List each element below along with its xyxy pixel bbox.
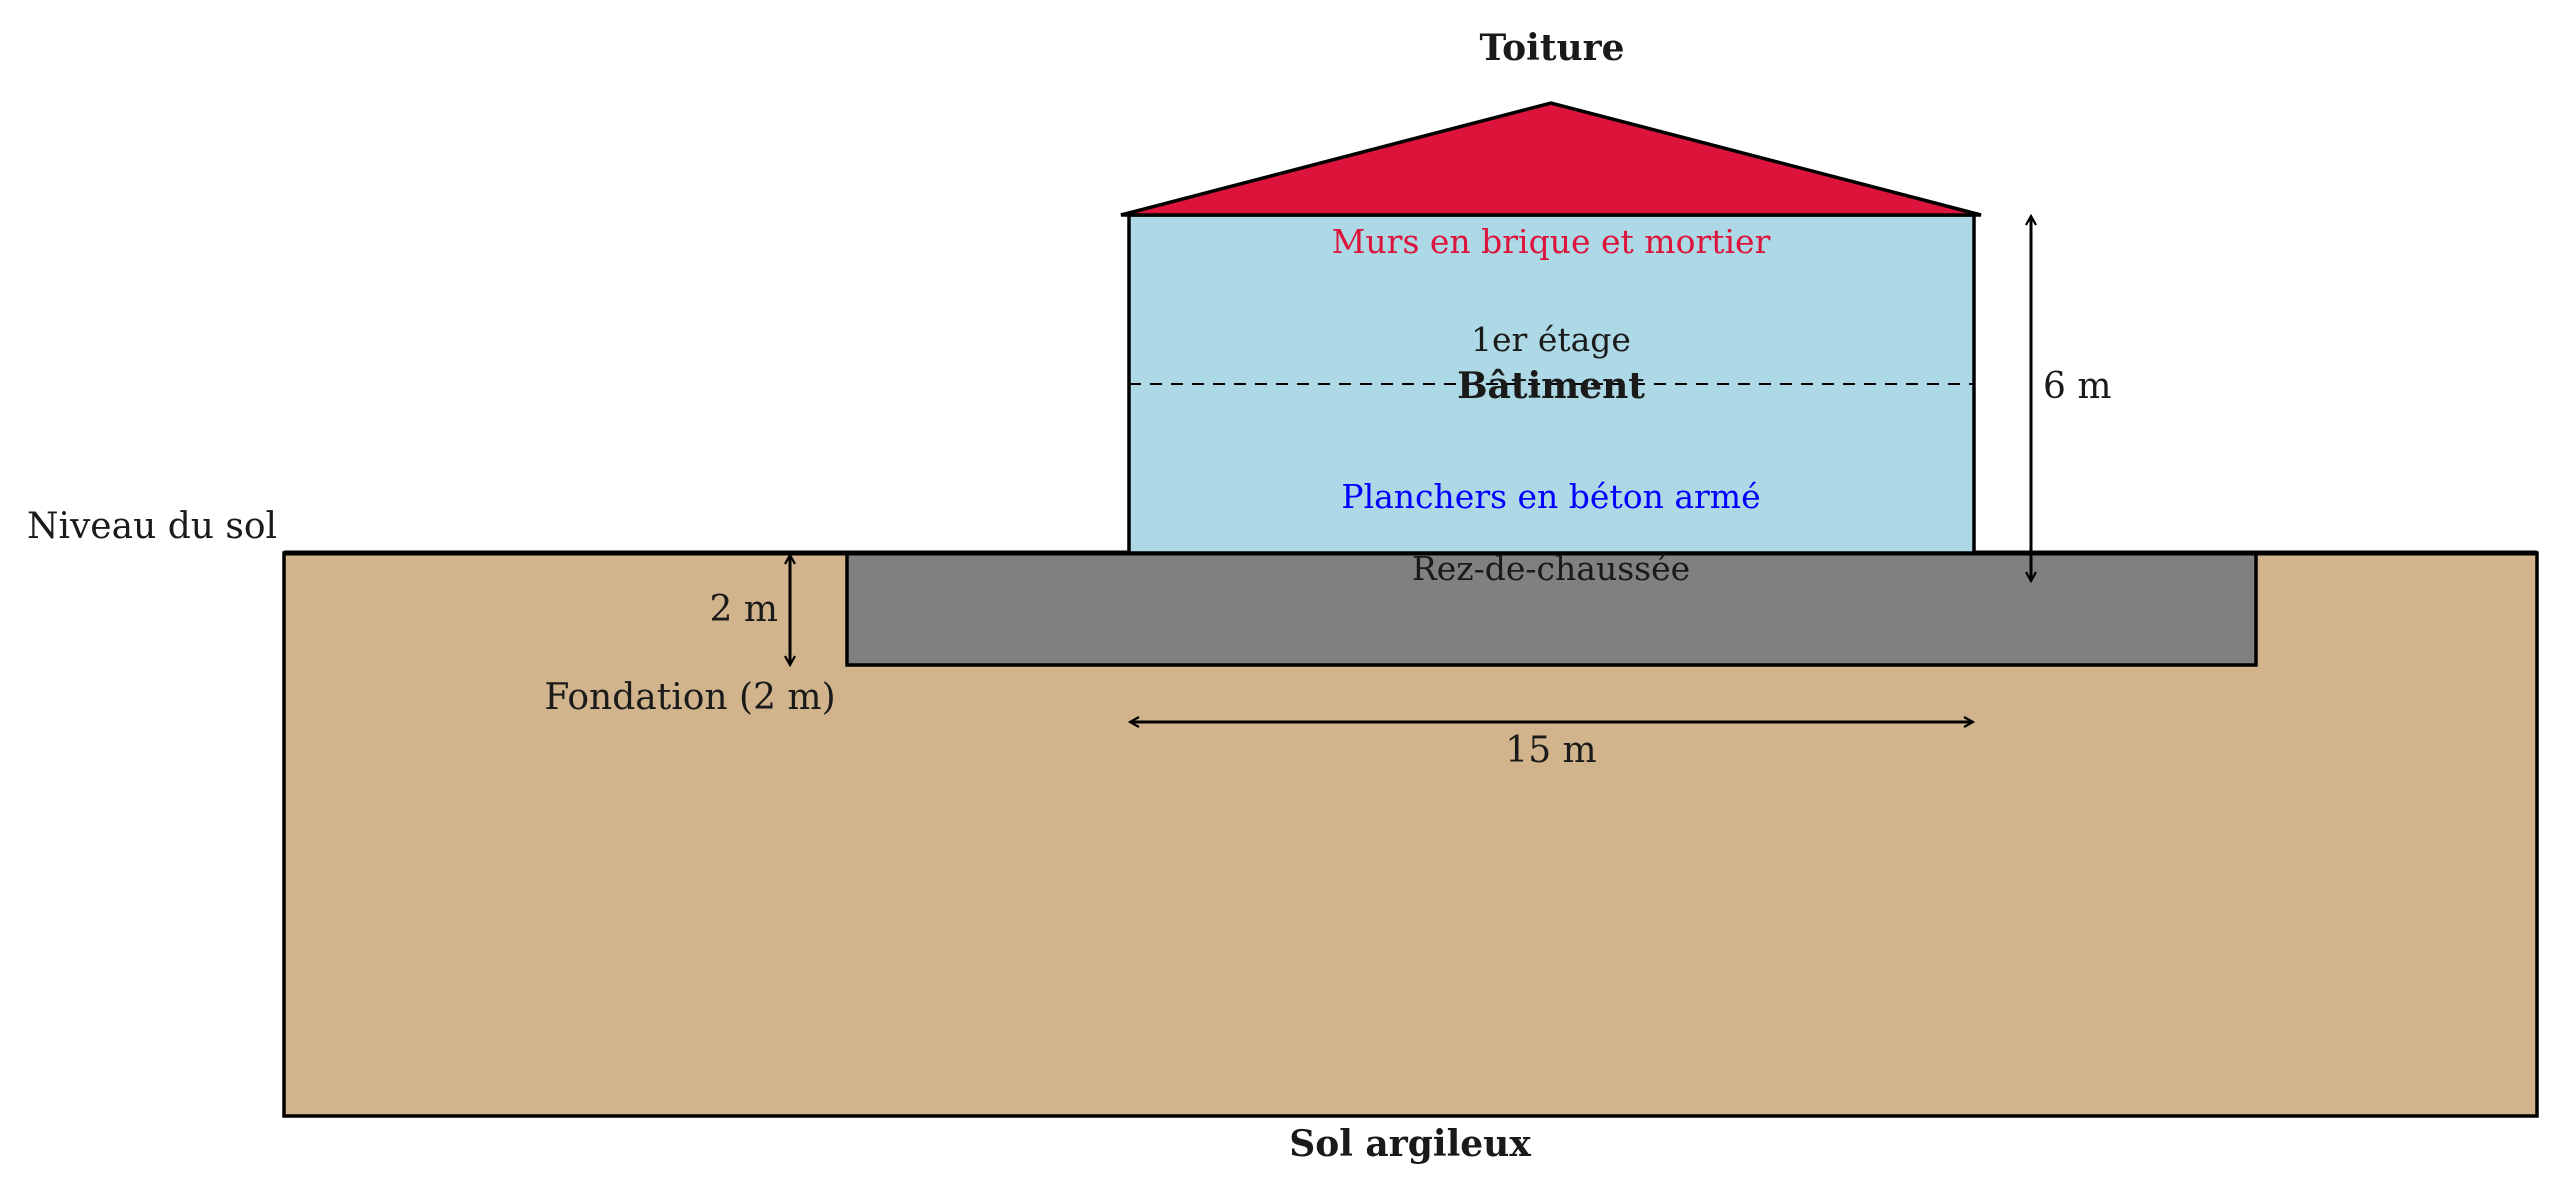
building-label: Bâtiment (1457, 365, 1645, 407)
width-label: 15 m (1505, 730, 1596, 771)
ground-floor-label: Rez-de-chaussée (1412, 549, 1690, 588)
walls-label: Murs en brique et mortier (1332, 222, 1771, 261)
roof-label: Toiture (1479, 27, 1624, 69)
roof-triangle (1120, 101, 1982, 217)
foundation-label: Fondation (2 m) (544, 677, 835, 718)
floors-label: Planchers en béton armé (1341, 477, 1760, 516)
first-floor-label: 1er étage (1471, 320, 1631, 359)
height-label: 6 m (2043, 366, 2111, 407)
foundation-slab (845, 551, 2258, 667)
foundation-depth-label: 2 m (710, 589, 778, 630)
soil-label: Sol argileux (1289, 1123, 1531, 1165)
ground-level-label: Niveau du sol (27, 506, 277, 547)
